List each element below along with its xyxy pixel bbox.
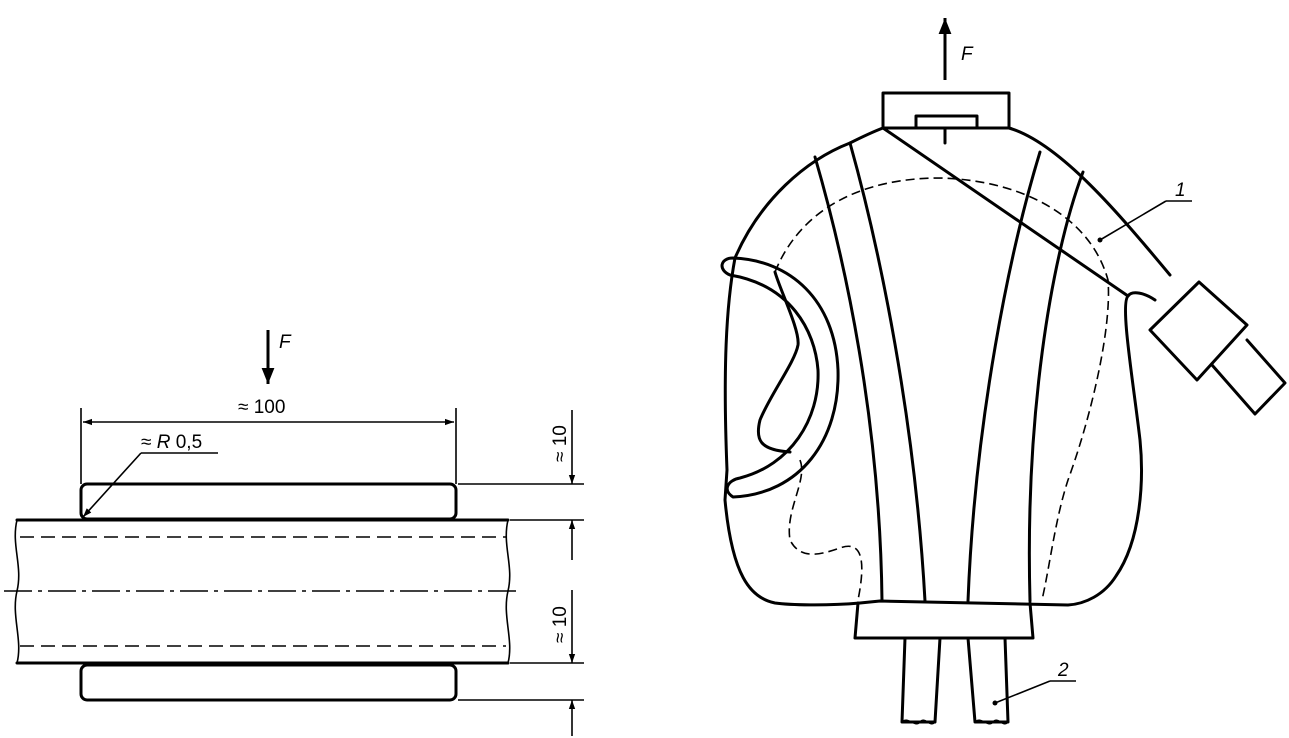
connector-collar bbox=[1148, 280, 1249, 382]
strap-tail-right bbox=[966, 636, 1010, 724]
top-pad bbox=[79, 482, 458, 521]
strap-outer-right-a bbox=[966, 150, 1042, 603]
visor-loop bbox=[720, 256, 840, 499]
radius-dimension-label: ≈ R 0,5 bbox=[141, 432, 202, 453]
force-label-right: F bbox=[961, 44, 974, 65]
callout-1-dot bbox=[1097, 237, 1103, 243]
top-gap-dimension-label: ≈ 10 bbox=[550, 425, 571, 462]
hidden-head-profile bbox=[774, 177, 1110, 601]
force-label-left: F bbox=[279, 332, 292, 353]
width-dimension-label: ≈ 100 bbox=[238, 397, 285, 418]
face-opening bbox=[756, 270, 800, 454]
callout-2-leader bbox=[994, 680, 1051, 704]
bottom-pad bbox=[79, 663, 458, 702]
radius-symbol: R bbox=[157, 432, 171, 453]
strap-tail-break-left bbox=[901, 719, 936, 725]
shell-notch bbox=[1126, 291, 1157, 302]
strap-tail-left bbox=[900, 636, 942, 724]
callout-1-label: 1 bbox=[1175, 180, 1186, 201]
strap-outer-left-a bbox=[813, 155, 884, 603]
strap-tail-frame bbox=[853, 601, 1035, 640]
right-figure: F 1 2 bbox=[720, 18, 1287, 725]
strap-outer-right-b bbox=[1027, 170, 1085, 603]
callout-2-label: 2 bbox=[1057, 660, 1069, 681]
top-clamp bbox=[881, 91, 1011, 145]
radius-value: 0,5 bbox=[170, 432, 202, 453]
strap-outer-left-b bbox=[848, 141, 927, 603]
strap-tail-break-right bbox=[974, 719, 1009, 725]
callout-1-leader bbox=[1099, 200, 1167, 241]
headform-shell bbox=[723, 126, 1172, 607]
radius-prefix: ≈ bbox=[141, 432, 157, 453]
callout-2-dot bbox=[992, 700, 998, 706]
connector-pipe bbox=[1210, 338, 1287, 416]
bottom-gap-dimension-label: ≈ 10 bbox=[550, 606, 571, 643]
left-figure: F ≈ 100 ≈ R 0,5 ≈ 10 ≈ 10 bbox=[4, 330, 584, 736]
